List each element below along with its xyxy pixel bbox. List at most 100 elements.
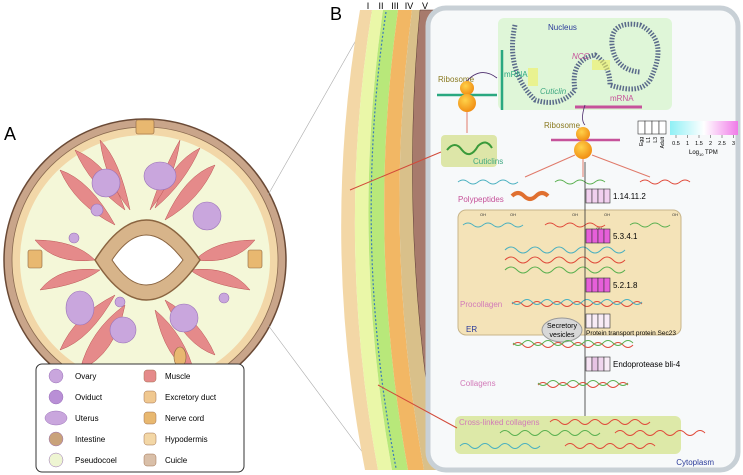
heatmap-cell — [591, 188, 599, 204]
tpm-colorbar — [670, 121, 738, 135]
panel-label-a: A — [4, 124, 16, 144]
mrna-left-label: mRNA — [504, 70, 528, 79]
stage-cell — [651, 120, 660, 135]
excretory-duct-icon — [143, 390, 157, 404]
heatmap-cell — [585, 356, 593, 372]
legend-item: Uterus — [44, 410, 99, 426]
nerve-and-ducts — [27, 119, 263, 368]
stage-label: L1 — [646, 137, 652, 143]
uterus-icon — [44, 410, 68, 426]
mrna-right-label: mRNA — [610, 94, 634, 103]
enzyme-label: 5.3.4.1 — [613, 232, 638, 241]
legend-item: Excretory duct — [143, 390, 217, 404]
er-label: ER — [466, 325, 477, 334]
legend-item: Hypodermis — [143, 432, 208, 446]
stage-label: L3 — [653, 137, 659, 143]
heatmap-cell — [603, 228, 611, 244]
svg-text:OH: OH — [510, 212, 516, 217]
legend-label: Excretory duct — [165, 393, 217, 402]
svg-text:II: II — [378, 1, 383, 11]
svg-text:I: I — [367, 1, 370, 11]
svg-text:OH: OH — [604, 212, 610, 217]
cross-linked-label: Cross-linked collagens — [459, 418, 539, 427]
panel-label-b: B — [330, 4, 342, 24]
legend-item: Ovary — [48, 368, 96, 384]
stage-label: Adult — [660, 136, 666, 148]
tpm-tick-label: 1.5 — [695, 141, 703, 147]
heatmap-cell — [597, 313, 605, 329]
secretory-vesicles-label-2: vesicles — [550, 332, 575, 339]
ribosome-right-small — [576, 127, 590, 141]
tpm-tick-label: 0.5 — [672, 141, 680, 147]
heatmap-cell — [597, 228, 605, 244]
svg-text:V: V — [422, 1, 428, 11]
ribosome-left-small — [460, 81, 474, 95]
oviduct-icon — [48, 389, 64, 405]
stage-cell — [644, 120, 653, 135]
legend-label: Intestine — [75, 435, 106, 444]
heatmap-cell — [603, 188, 611, 204]
legend-item: Nerve cord — [143, 411, 204, 425]
heatmap-cell — [591, 356, 599, 372]
svg-text:OH: OH — [572, 212, 578, 217]
heatmap-cell — [603, 356, 611, 372]
polypeptide-structure — [510, 191, 550, 201]
muscle-cells — [34, 139, 256, 376]
ovaries — [65, 161, 230, 344]
cytoplasm-label: Cytoplasm — [676, 458, 714, 467]
tpm-tick-label: 3 — [732, 141, 735, 147]
tpm-label: Log10 TPM — [689, 150, 718, 157]
pseudocoel-icon — [48, 452, 64, 468]
collagens-label: Collagens — [460, 379, 496, 388]
svg-text:OH: OH — [672, 212, 678, 217]
stage-label: Egg — [639, 137, 645, 146]
legend-label: Hypodermis — [165, 435, 208, 444]
enzyme-heatmap: Endoprotease bli-4 — [585, 356, 681, 372]
svg-text:III: III — [391, 1, 399, 11]
heatmap-cell — [585, 277, 593, 293]
legend-label: Uterus — [75, 414, 99, 423]
legend-label: Cuicle — [165, 456, 188, 465]
legend-label: Ovary — [75, 372, 96, 381]
secretory-vesicles-label-1: Secretory — [547, 323, 577, 330]
legend-item: Pseudocoel — [48, 452, 117, 468]
nucleus — [498, 18, 672, 110]
heatmap-cell — [603, 313, 611, 329]
ovary-icon — [48, 368, 64, 384]
legend-label: Oviduct — [75, 393, 103, 402]
heatmap-cell — [597, 277, 605, 293]
muscle-icon — [143, 369, 157, 383]
secretory-vesicles — [541, 317, 583, 343]
heatmap-cell — [603, 277, 611, 293]
heatmap-cell — [585, 188, 593, 204]
polypeptides-label: Polypeptides — [458, 195, 504, 204]
enzyme-heatmap: 5.3.4.1 — [585, 228, 638, 244]
legend-item: Oviduct — [48, 389, 103, 405]
stage-cell — [637, 120, 646, 135]
legend-label: Nerve cord — [165, 414, 204, 423]
heatmap-cell — [597, 188, 605, 204]
tpm-tick-label: 2 — [709, 141, 712, 147]
tpm-tick-label: 2.5 — [718, 141, 726, 147]
enzyme-label: Endoprotease bli-4 — [613, 360, 681, 369]
heatmap-cell — [591, 277, 599, 293]
intestine-icon — [48, 431, 64, 447]
enzyme-heatmap: 1.14.11.2 — [585, 188, 646, 204]
ncc-label: NCC — [572, 52, 590, 61]
cuticlins-label: Cuticlins — [473, 157, 503, 166]
ribosome-right-large — [574, 141, 592, 159]
enzyme-heatmap: Protein transport protein Sec23 — [585, 313, 676, 337]
enzyme-label: 1.14.11.2 — [613, 192, 646, 201]
legend-label: Muscle — [165, 372, 191, 381]
cuticlin-gene-label: Cuticlin — [540, 87, 567, 96]
heatmap-cell — [585, 228, 593, 244]
stage-cell — [658, 120, 667, 135]
legend-label: Pseudocoel — [75, 456, 117, 465]
enzyme-label: 5.2.1.8 — [613, 281, 638, 290]
ribosome-left-label: Ribosome — [438, 75, 475, 84]
heatmap-cell — [591, 228, 599, 244]
